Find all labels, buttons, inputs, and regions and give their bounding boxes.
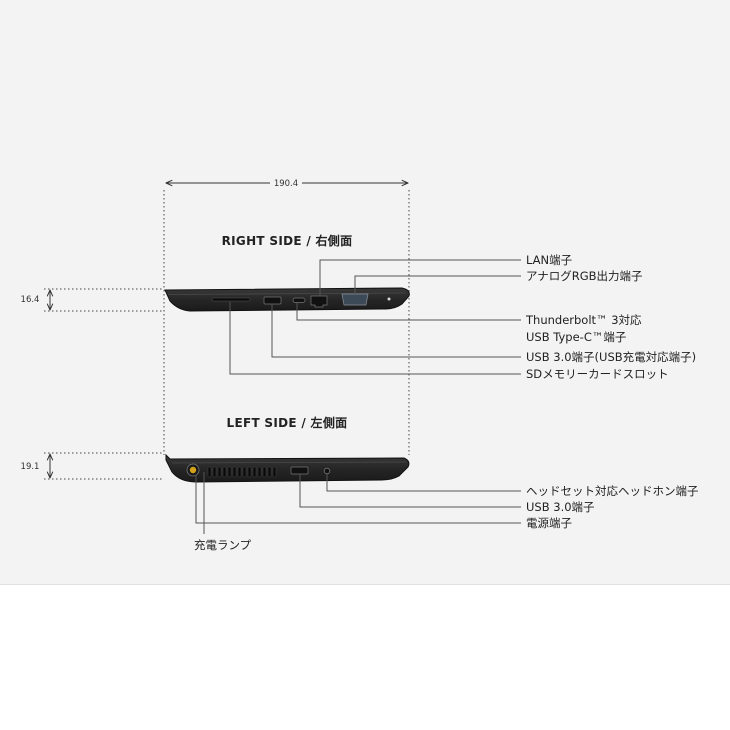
power-leader-line — [195, 476, 521, 524]
headset-leader-line — [326, 474, 521, 492]
left-height-label: 19.1 — [21, 462, 40, 472]
headset-port-label: ヘッドセット対応ヘッドホン端子 — [526, 484, 699, 498]
thunderbolt-label-line2: USB Type-C™端子 — [526, 330, 626, 344]
headset-jack — [323, 467, 331, 475]
thunderbolt-label-line1: Thunderbolt™ 3対応 — [525, 313, 642, 327]
left-side-title: LEFT SIDE / 左側面 — [227, 415, 348, 430]
cooling-vent — [207, 466, 277, 478]
charge-lamp-label: 充電ランプ — [194, 538, 252, 552]
lan-leader-line — [319, 259, 521, 296]
right-side-title: RIGHT SIDE / 右側面 — [222, 233, 353, 248]
usb-left-leader-line — [299, 474, 521, 508]
vga-port — [341, 293, 369, 306]
lan-port — [310, 295, 328, 308]
sd-leader-line — [229, 302, 521, 375]
lan-port-label: LAN端子 — [526, 253, 572, 267]
indicator-led — [387, 297, 391, 301]
usb-a-port-right — [263, 296, 282, 305]
right-height-label: 16.4 — [21, 295, 40, 305]
usb-c-port — [292, 297, 306, 303]
rgb-leader-line — [354, 275, 521, 294]
usb-right-label: USB 3.0端子(USB充電対応端子) — [526, 350, 696, 364]
right-side-chassis — [164, 287, 410, 312]
charge-lamp-indicator — [189, 466, 197, 474]
sd-slot-label: SDメモリーカードスロット — [526, 367, 669, 381]
usb-right-leader-line — [271, 304, 521, 358]
panel-divider — [0, 584, 730, 585]
left-side-chassis — [165, 453, 410, 483]
thunderbolt-leader-line — [296, 303, 521, 321]
usb-a-port-left — [290, 466, 309, 475]
width-dimension-label: 190.4 — [274, 179, 298, 189]
usb-left-label: USB 3.0端子 — [526, 500, 595, 514]
sd-slot — [211, 297, 251, 302]
blank-panel — [0, 585, 730, 730]
rgb-port-label: アナログRGB出力端子 — [526, 269, 643, 283]
power-port-label: 電源端子 — [526, 516, 572, 530]
